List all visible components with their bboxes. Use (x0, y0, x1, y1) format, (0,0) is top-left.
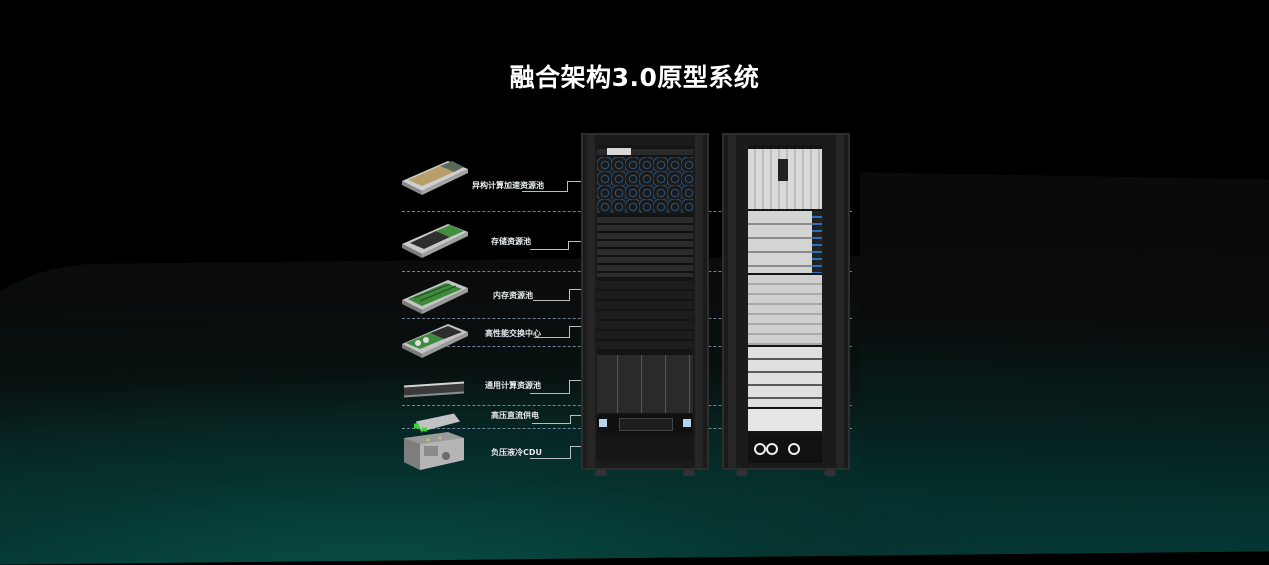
label-switch-center: 高性能交换中心 (485, 329, 541, 338)
connector-line (534, 326, 570, 338)
cdu-unit-icon (404, 432, 464, 470)
rack-rail (587, 135, 595, 468)
rack-front (581, 133, 709, 476)
rack-rail (836, 135, 844, 468)
compute-rear-module (748, 347, 822, 407)
power-rear-module (748, 409, 822, 431)
power-panel (619, 418, 673, 431)
general-compute-module (597, 355, 693, 413)
gpu-rear-module (748, 149, 822, 209)
rack-rail (695, 135, 703, 468)
label-hvdc-power: 高压直流供电 (491, 411, 539, 420)
label-general-compute-pool: 通用计算资源池 (485, 381, 541, 390)
power-meter-icon (683, 419, 691, 427)
rack-foot (736, 470, 748, 476)
power-module (597, 415, 693, 433)
storage-rear-module (748, 211, 822, 273)
rack-foot (683, 470, 695, 476)
teal-background-wave-right (860, 172, 1269, 520)
coolant-port-icon (788, 443, 800, 455)
connector-line (530, 380, 570, 394)
page-title: 融合架构3.0原型系统 (509, 63, 760, 92)
power-meter-icon (599, 419, 607, 427)
rack-rail (728, 135, 736, 468)
connector-line (533, 289, 570, 301)
cdu-module (597, 437, 693, 461)
label-memory-pool: 内存资源池 (493, 291, 533, 300)
memory-rear-module (748, 275, 822, 345)
connector-line (530, 446, 571, 459)
memory-server-icon (402, 280, 468, 314)
rack-foot (824, 470, 836, 476)
power-supply-icon (414, 413, 460, 434)
connector-line (530, 241, 569, 250)
connector-line (532, 415, 571, 424)
gpu-server-icon (402, 161, 468, 195)
label-storage-pool: 存储资源池 (491, 237, 531, 246)
rack-tag (607, 148, 631, 155)
psu-column (812, 211, 822, 273)
rack-top-panel (597, 149, 693, 155)
connector-line (522, 181, 568, 192)
label-heterogeneous-compute-pool: 异构计算加速资源池 (472, 181, 544, 190)
gpu-pool-module (597, 157, 693, 213)
label-liquid-cooling-cdu: 负压液冷CDU (491, 448, 543, 457)
switch-server-icon (402, 324, 468, 358)
coolant-port-icon (754, 443, 766, 455)
cdu-rear-module (748, 435, 822, 463)
psu-icon (778, 159, 788, 181)
coolant-port-icon (766, 443, 778, 455)
rack-foot (595, 470, 607, 476)
storage-pool-module (597, 217, 693, 277)
rack-front-inner (597, 145, 693, 461)
rack-rear (722, 133, 850, 476)
storage-server-icon (402, 224, 468, 258)
rack-rear-inner (748, 145, 822, 463)
compute-server-icon (404, 381, 464, 398)
memory-switch-module (597, 281, 693, 351)
